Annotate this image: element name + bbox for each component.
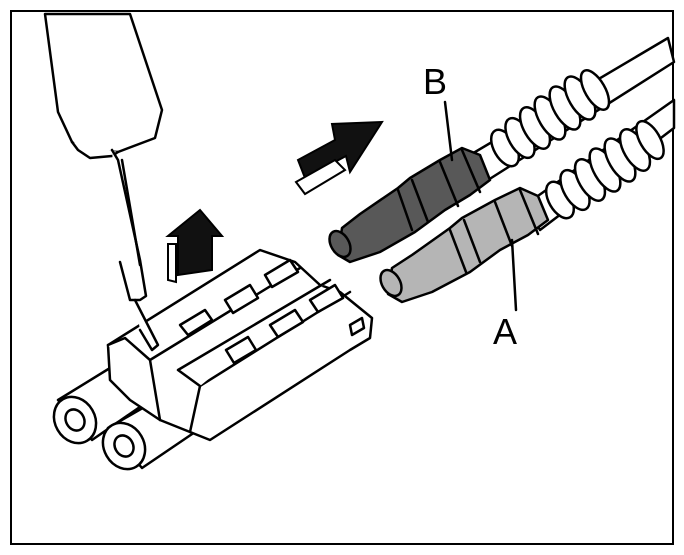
leader-line-b — [443, 100, 454, 162]
label-b: B — [423, 61, 448, 102]
strain-relief-b — [489, 69, 611, 168]
plug-a — [379, 186, 550, 304]
leader-line-a — [510, 238, 518, 312]
push-arrow — [294, 120, 384, 196]
duplex-clip — [52, 248, 374, 471]
tool — [43, 12, 164, 352]
lift-arrow — [165, 208, 225, 284]
plug-b — [328, 146, 492, 264]
label-a: A — [493, 311, 518, 352]
strain-relief-a — [544, 119, 665, 220]
